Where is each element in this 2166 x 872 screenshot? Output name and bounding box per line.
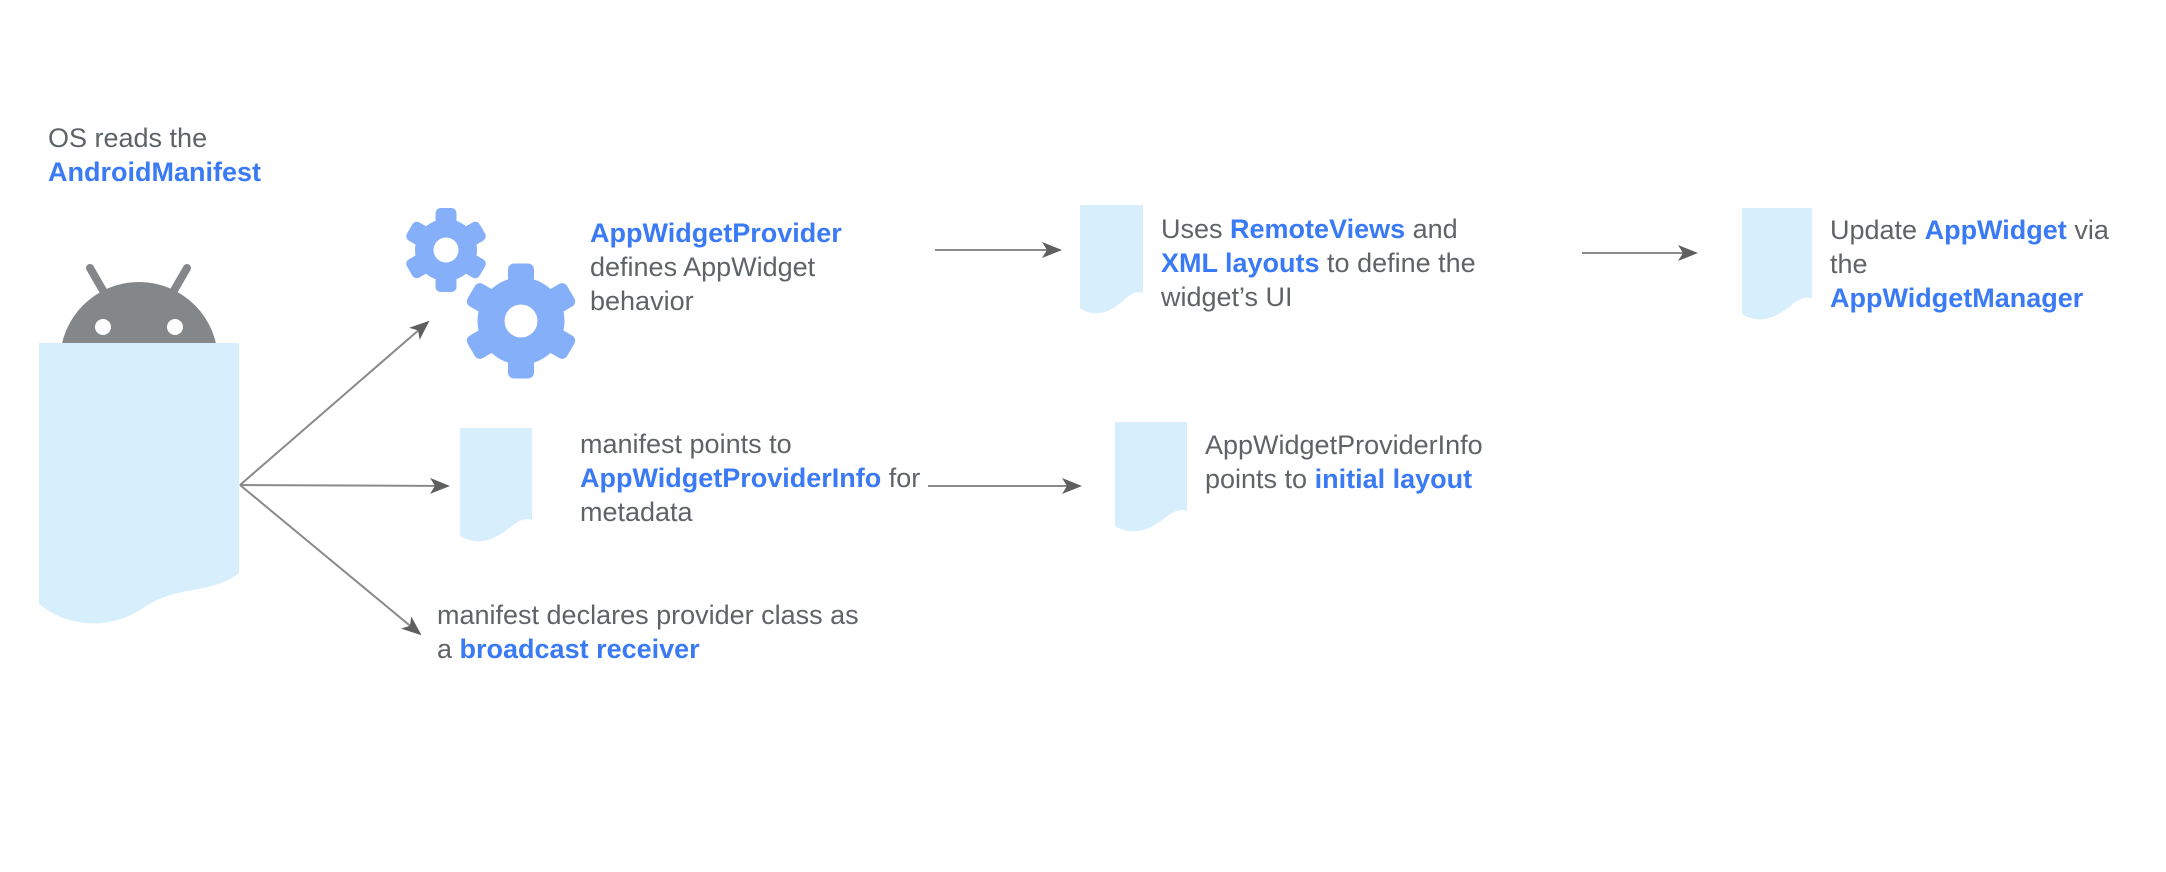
text-line: points to initial layout [1205,462,1483,496]
android-manifest-document-icon [39,343,239,624]
flow-arrow [239,484,422,636]
text-span: the [1830,249,1868,279]
doc-link[interactable]: AppWidgetProviderInfo [580,463,882,493]
text-span: Uses [1161,214,1231,244]
appwidgetprovider-label: AppWidgetProvider defines AppWidget behavi… [590,216,842,318]
text-span: Update [1830,215,1925,245]
text-line: metadata [580,495,920,529]
text-line: AndroidManifest [48,155,261,189]
text-span: manifest declares provider class as [437,600,859,630]
text-line: manifest points to [580,427,920,461]
text-line: OS reads the [48,121,261,155]
doc-link[interactable]: initial layout [1314,464,1473,494]
doc-link[interactable]: AppWidget [1924,215,2067,245]
text-line: AppWidgetManager [1830,281,2109,315]
text-span: OS reads the [48,123,208,153]
text-span: behavior [590,286,694,316]
text-line: XML layouts to define the [1161,246,1476,280]
doc-link[interactable]: broadcast receiver [459,634,700,664]
text-line: manifest declares provider class as [437,598,859,632]
text-span: via [2066,215,2109,245]
doc-link[interactable]: AndroidManifest [48,157,261,187]
text-line: the [1830,247,2109,281]
text-span: points to [1205,464,1315,494]
text-line: Update AppWidget via [1830,213,2109,247]
text-line: behavior [590,284,842,318]
text-line: AppWidgetProviderInfo [1205,428,1483,462]
text-line: widget’s UI [1161,280,1476,314]
text-line: AppWidgetProvider [590,216,842,250]
text-line: a broadcast receiver [437,632,859,666]
doc-link[interactable]: RemoteViews [1230,214,1406,244]
document-icon [1080,205,1143,314]
text-span: defines AppWidget [590,252,816,282]
text-line: defines AppWidget [590,250,842,284]
document-icon [1115,422,1187,532]
text-span: and [1405,214,1458,244]
doc-link[interactable]: AppWidgetProvider [590,218,842,248]
doc-link[interactable]: XML layouts [1161,248,1320,278]
text-span: AppWidgetProviderInfo [1205,430,1483,460]
text-span: widget’s UI [1161,282,1293,312]
text-span: a [437,634,460,664]
text-line: Uses RemoteViews and [1161,212,1476,246]
text-span: manifest points to [580,429,792,459]
flow-arrow [239,477,450,494]
gears-icon [406,208,582,382]
doc-link[interactable]: AppWidgetManager [1830,283,2084,313]
text-span: for [881,463,921,493]
document-icon [1742,208,1812,320]
text-line: AppWidgetProviderInfo for [580,461,920,495]
text-span: to define the [1319,248,1476,278]
text-span: metadata [580,497,693,527]
document-icon [460,428,532,542]
